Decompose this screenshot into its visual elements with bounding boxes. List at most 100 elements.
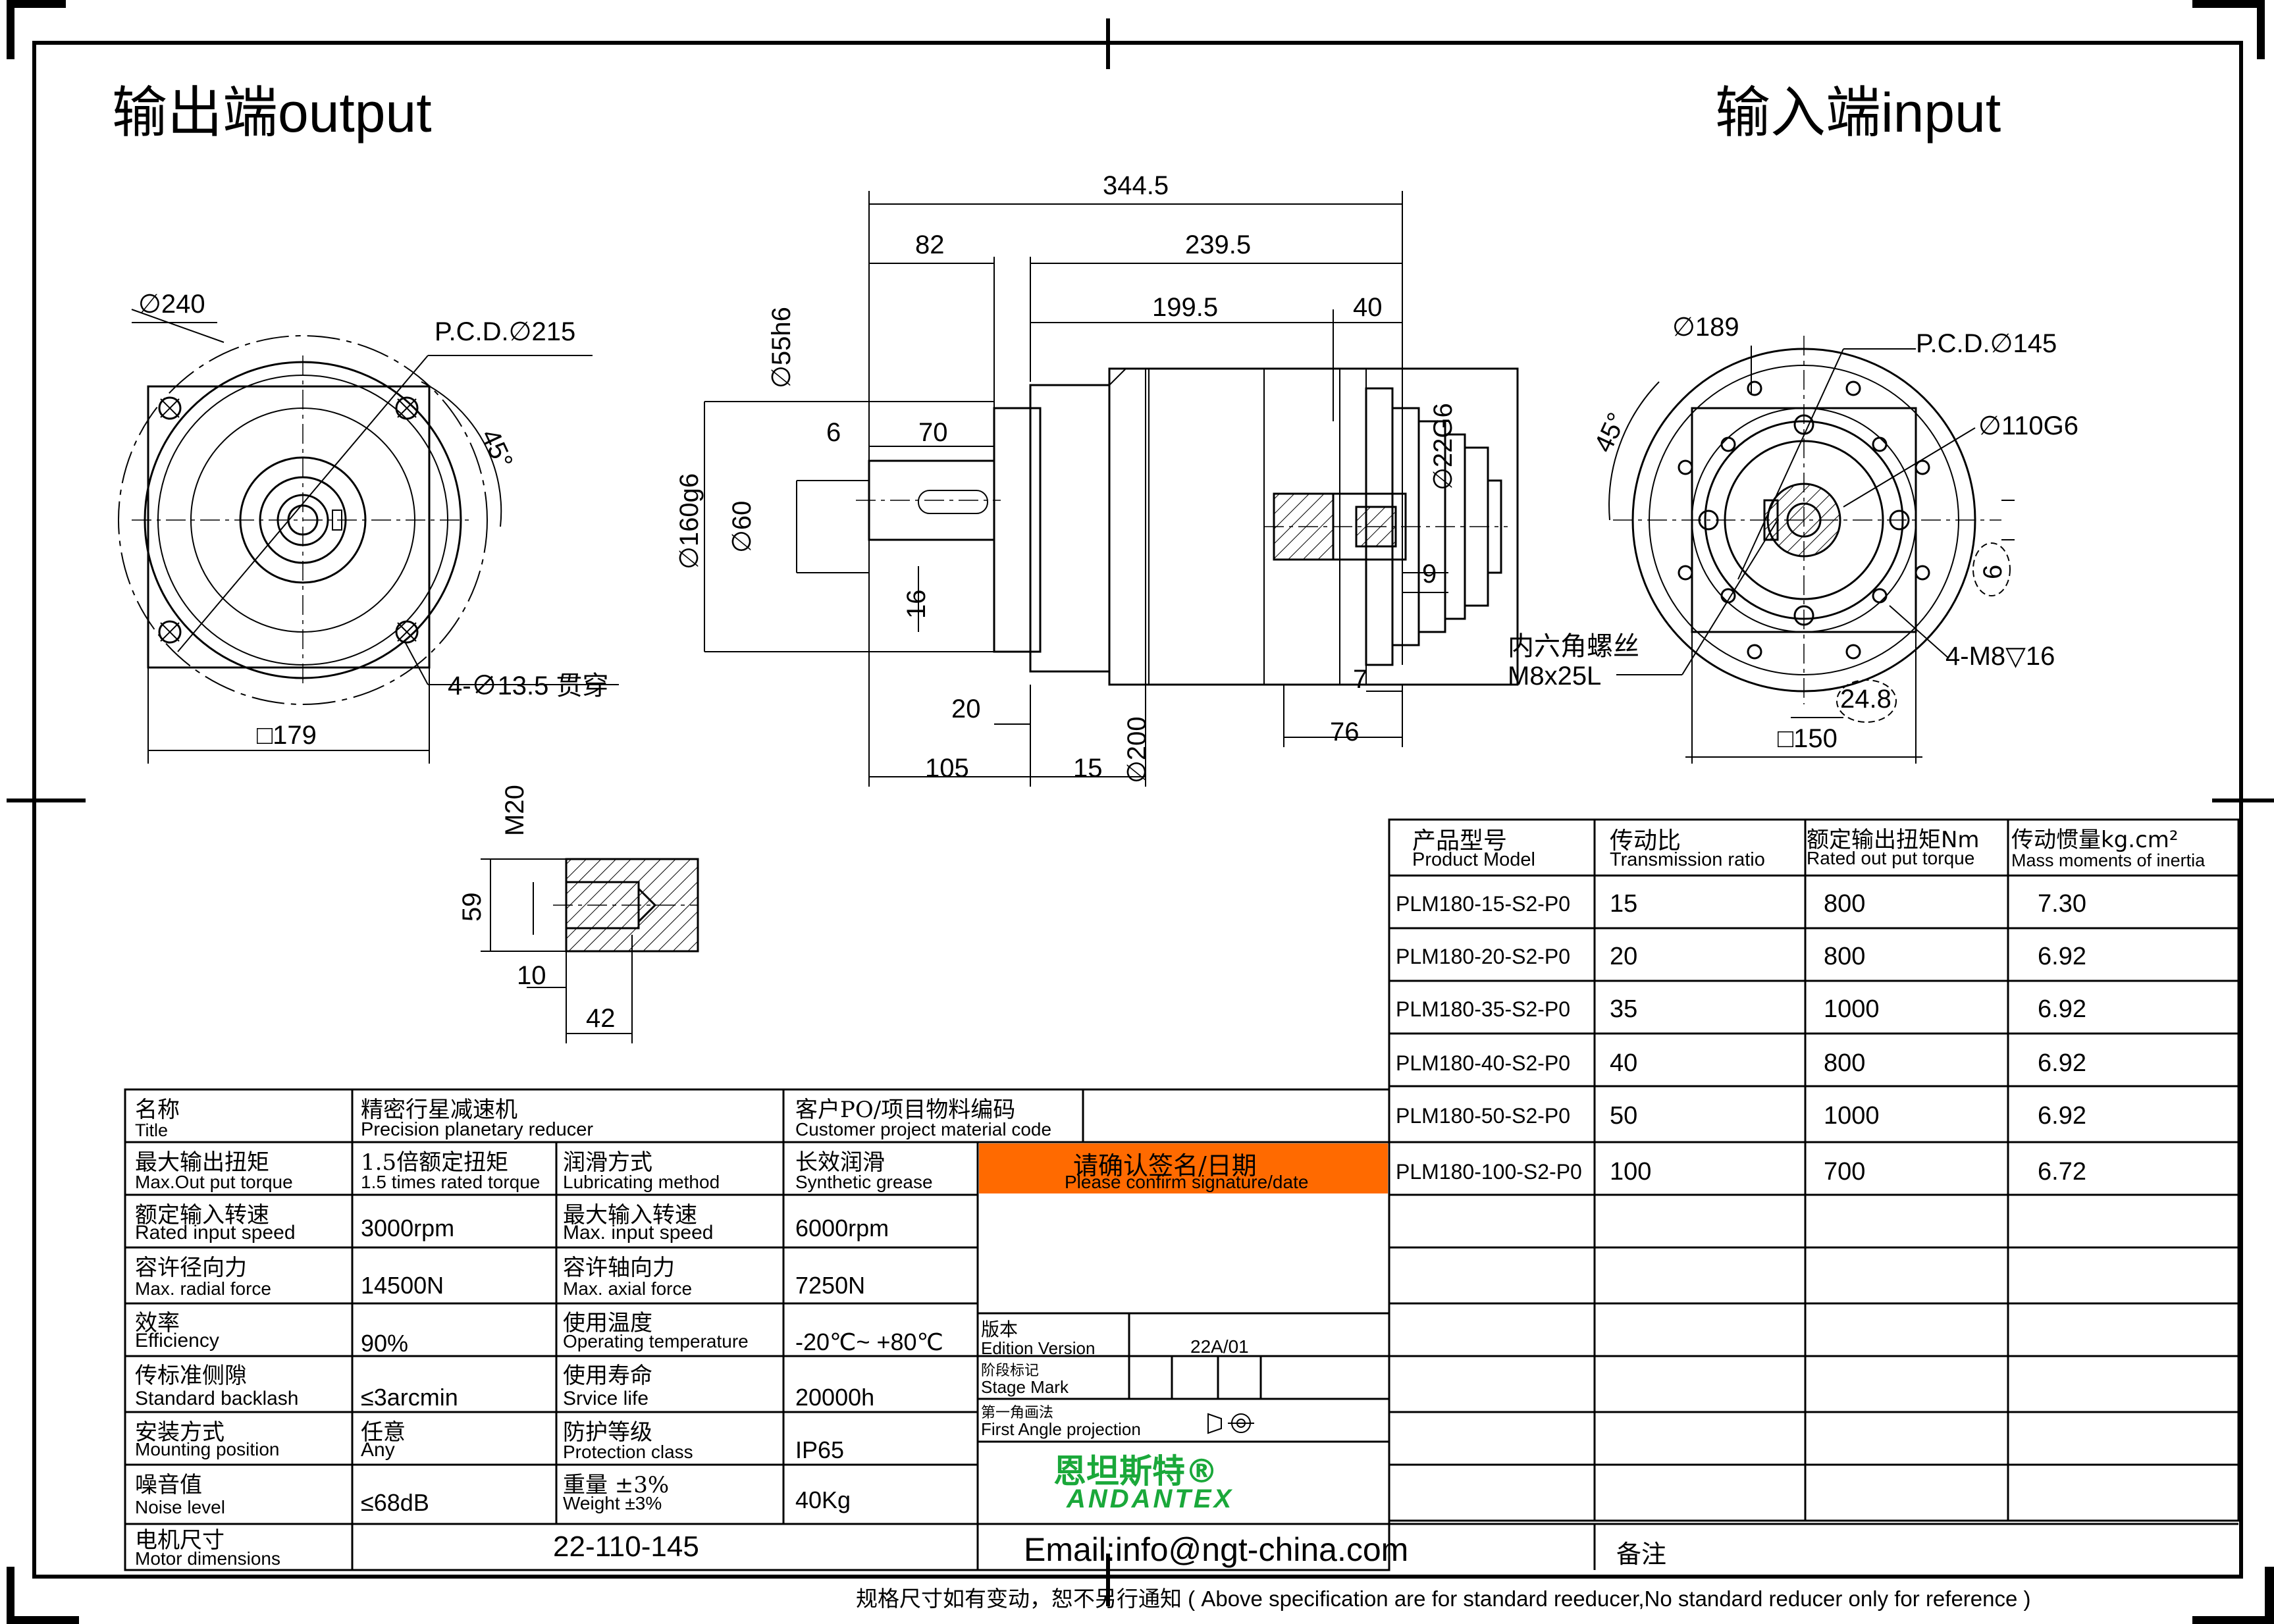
dim-7: 7 xyxy=(1353,665,1367,694)
efficiency-en: Efficiency xyxy=(135,1330,219,1351)
row-ratio: 40 xyxy=(1610,1049,1638,1077)
remark-label: 备注 xyxy=(1616,1540,1667,1569)
row-inertia: 6.92 xyxy=(2038,943,2086,970)
lubrication-value-cn: 长效润滑 xyxy=(795,1149,885,1176)
projection-en: First Angle projection xyxy=(981,1419,1141,1439)
row-inertia: 6.72 xyxy=(2038,1158,2086,1186)
protection-en: Protection class xyxy=(563,1442,693,1462)
row-model: PLM180-100-S2-P0 xyxy=(1396,1160,1582,1184)
confirm-text-cn: 请确认签名/日期 xyxy=(1073,1151,1257,1180)
input-screw-en: M8x25L xyxy=(1508,662,1601,691)
protection-cn: 防护等级 xyxy=(563,1419,652,1446)
backlash-value: ≤3arcmin xyxy=(361,1384,458,1411)
axial-force-value: 7250N xyxy=(795,1272,866,1299)
header-model-cn: 产品型号 xyxy=(1412,827,1508,854)
header-inertia-cn: 传动惯量kg.cm² xyxy=(2011,827,2179,853)
service-life-cn: 使用寿命 xyxy=(563,1363,652,1389)
email: Email:info@ngt-china.com xyxy=(1024,1531,1409,1568)
output-dia-240: ∅240 xyxy=(138,290,205,319)
input-heading: 输入端input xyxy=(1715,82,2001,144)
input-pcd-145: P.C.D.∅145 xyxy=(1916,329,2057,358)
motor-dim-value: 22-110-145 xyxy=(553,1531,699,1563)
dim-overall-344: 344.5 xyxy=(1103,171,1169,200)
stage-cn: 阶段标记 xyxy=(981,1363,1040,1379)
row-inertia: 6.92 xyxy=(2038,1049,2086,1077)
title-value-en: Precision planetary reducer xyxy=(361,1119,594,1140)
row-inertia: 6.92 xyxy=(2038,995,2086,1023)
header-ratio-cn: 传动比 xyxy=(1610,827,1681,854)
row-ratio: 35 xyxy=(1610,995,1638,1023)
efficiency-cn: 效率 xyxy=(135,1310,180,1336)
backlash-en: Standard backlash xyxy=(135,1388,299,1409)
row-torque: 1000 xyxy=(1824,995,1880,1023)
confirm-text-en: Please confirm signature/date xyxy=(1065,1172,1309,1192)
efficiency-value: 90% xyxy=(361,1330,409,1357)
customer-code-en: Customer project material code xyxy=(795,1119,1052,1139)
noise-value: ≤68dB xyxy=(361,1489,429,1516)
row-ratio: 50 xyxy=(1610,1102,1638,1130)
weight-value: 40Kg xyxy=(795,1486,851,1513)
row-torque: 800 xyxy=(1824,890,1866,918)
input-screw-cn: 内六角螺丝 xyxy=(1508,632,1639,661)
dim-160g6: ∅160g6 xyxy=(675,473,704,569)
row-model: PLM180-15-S2-P0 xyxy=(1396,892,1571,916)
temperature-cn: 使用温度 xyxy=(563,1310,652,1336)
input-angle-45: 45° xyxy=(1589,408,1631,456)
title-value-cn: 精密行星减速机 xyxy=(361,1097,517,1123)
dim-239: 239.5 xyxy=(1185,230,1251,259)
weight-en: Weight ±3% xyxy=(563,1493,662,1513)
dim-6: 6 xyxy=(826,418,841,447)
dim-70: 70 xyxy=(918,418,948,447)
header-torque-en: Rated out put torque xyxy=(1807,848,1975,868)
rated-input-speed-cn: 额定输入转速 xyxy=(135,1202,269,1228)
motor-dim-en: Motor dimensions xyxy=(135,1548,280,1569)
row-model: PLM180-40-S2-P0 xyxy=(1396,1051,1571,1075)
motor-dim-cn: 电机尺寸 xyxy=(135,1527,225,1554)
output-angle-45: 45° xyxy=(475,425,518,473)
dim-76: 76 xyxy=(1330,718,1360,747)
service-life-value: 20000h xyxy=(795,1384,875,1411)
max-input-speed-value: 6000rpm xyxy=(795,1215,889,1242)
detail-dim-10: 10 xyxy=(517,961,546,990)
row-inertia: 6.92 xyxy=(2038,1102,2086,1130)
dim-200: ∅200 xyxy=(1123,716,1151,783)
dim-40: 40 xyxy=(1353,293,1383,322)
row-torque: 1000 xyxy=(1824,1102,1880,1130)
title-label-cn: 名称 xyxy=(135,1097,180,1123)
first-angle-symbol xyxy=(1207,1413,1254,1434)
backlash-cn: 传标准侧隙 xyxy=(135,1363,247,1389)
input-dim-24: 24.8 xyxy=(1840,685,1891,714)
customer-code-cn: 客户PO/项目物料编码 xyxy=(795,1097,1016,1123)
torque-value-cn: 1.5倍额定扭矩 xyxy=(361,1149,509,1176)
weight-cn: 重量 ±3% xyxy=(563,1472,670,1498)
title-label-en: Title xyxy=(135,1120,169,1140)
spec-table-grid xyxy=(124,1088,2238,1571)
radial-force-value: 14500N xyxy=(361,1272,444,1299)
mounting-value-cn: 任意 xyxy=(361,1419,406,1446)
row-model: PLM180-20-S2-P0 xyxy=(1396,945,1571,968)
mounting-value: Any xyxy=(361,1439,395,1461)
dim-60: ∅60 xyxy=(727,501,756,553)
output-hole-spec: 4-∅13.5 贯穿 xyxy=(448,671,609,700)
dim-82: 82 xyxy=(915,230,945,259)
max-output-torque-cn: 最大输出扭矩 xyxy=(135,1149,269,1176)
torque-value-en: 1.5 times rated torque xyxy=(361,1172,541,1192)
dim-22g6: ∅22G6 xyxy=(1429,403,1458,490)
row-torque: 700 xyxy=(1824,1158,1866,1186)
noise-cn: 噪音值 xyxy=(135,1472,202,1498)
row-ratio: 20 xyxy=(1610,943,1638,970)
radial-force-cn: 容许径向力 xyxy=(135,1255,247,1281)
input-dia-189: ∅189 xyxy=(1672,313,1739,342)
dim-20: 20 xyxy=(951,694,981,723)
axial-force-en: Max. axial force xyxy=(563,1278,693,1299)
edition-cn: 版本 xyxy=(981,1319,1018,1340)
row-model: PLM180-35-S2-P0 xyxy=(1396,997,1571,1021)
input-view xyxy=(1608,336,2015,764)
rated-input-speed-en: Rated input speed xyxy=(135,1222,296,1244)
logo-cn: 恩坦斯特® xyxy=(1053,1452,1218,1490)
confirm-banner xyxy=(979,1143,1388,1193)
footer-note: 规格尺寸如有变动，恕不另行通知 ( Above specification ar… xyxy=(856,1586,2031,1611)
side-view xyxy=(704,191,1519,787)
detail-m20: M20 xyxy=(500,785,529,836)
